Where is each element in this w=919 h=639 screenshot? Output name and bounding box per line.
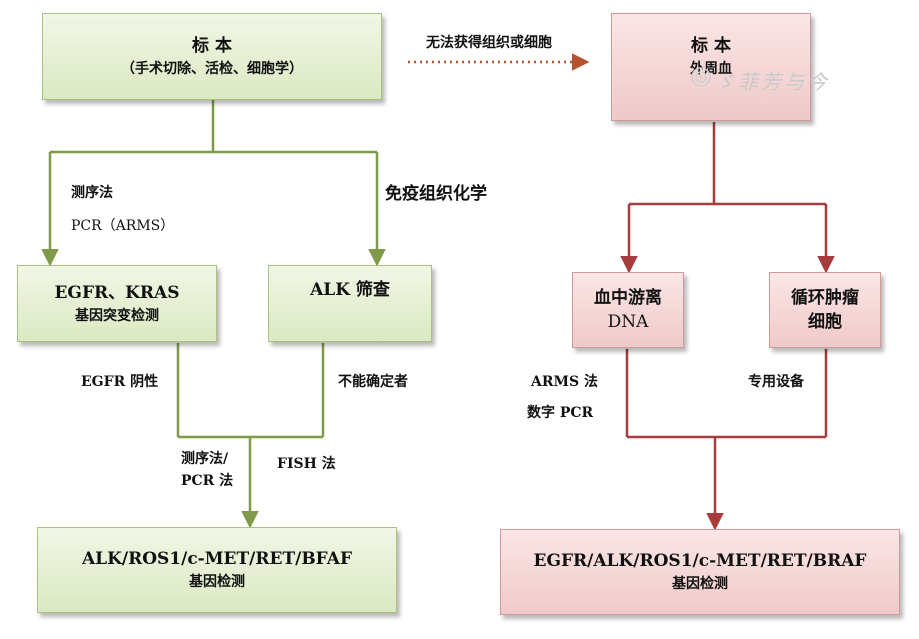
label-digital-pcr: 数字 PCR [527,405,594,421]
left-result-title: ALK/ROS1/c-MET/RET/BFAF [81,549,353,569]
label-egfr-negative: EGFR 阴性 [81,374,159,390]
right-specimen-subtitle: 外周血 [690,61,732,77]
ctdna-line2: DNA [607,312,649,332]
right-result-box: EGFR/ALK/ROS1/c-MET/RET/BRAF 基因检测 [500,529,900,615]
egfr-kras-box: EGFR、KRAS 基因突变检测 [17,265,217,342]
egfr-kras-subtitle: 基因突变检测 [75,307,159,324]
ctc-line2: 细胞 [808,312,842,332]
ctc-box: 循环肿瘤 细胞 [769,272,881,348]
wechat-watermark-icon [691,67,711,87]
left-specimen-box: 标 本 （手术切除、活检、细胞学） [42,13,382,100]
left-result-box: ALK/ROS1/c-MET/RET/BFAF 基因检测 [37,527,397,613]
label-no-tissue: 无法获得组织或细胞 [426,35,552,51]
label-seq-pcr-2: PCR 法 [181,473,234,489]
label-ihc: 免疫组织化学 [385,184,487,204]
label-sequencing: 测序法 [71,185,113,201]
right-result-title: EGFR/ALK/ROS1/c-MET/RET/BRAF [533,551,867,571]
right-specimen-title: 标 本 [691,36,731,56]
left-result-subtitle: 基因检测 [189,574,245,590]
watermark-text: ゞ菲芳与今 [715,70,830,94]
ctdna-box: 血中游离 DNA [572,272,684,348]
ctdna-line1: 血中游离 [594,288,662,308]
left-specimen-title: 标 本 [192,35,232,56]
alk-screen-box: ALK 筛查 [268,265,432,342]
alk-screen-title: ALK 筛查 [310,280,390,300]
right-result-subtitle: 基因检测 [672,576,728,592]
label-arms: ARMS 法 [531,374,598,390]
label-pcr-arms: PCR（ARMS） [71,218,175,234]
label-fish: FISH 法 [277,456,336,472]
egfr-kras-title: EGFR、KRAS [54,282,180,303]
left-specimen-subtitle: （手术切除、活检、细胞学） [121,60,303,77]
label-device: 专用设备 [748,374,804,390]
ctc-line1: 循环肿瘤 [791,288,859,308]
right-specimen-box: 标 本 外周血 [611,13,811,121]
label-seq-pcr-1: 测序法/ [181,451,229,467]
label-uncertain: 不能确定者 [338,374,408,390]
